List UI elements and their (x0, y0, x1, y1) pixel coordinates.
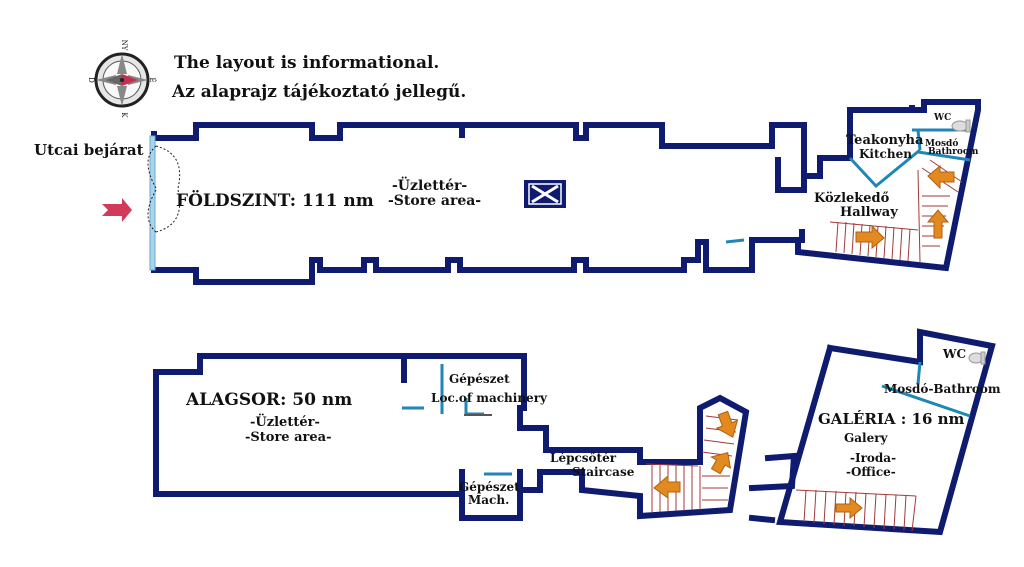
header-line-1: The layout is informational. (174, 53, 439, 73)
machinery-2-en: Mach. (468, 493, 509, 507)
machinery-2-hu: Gépészet (459, 480, 520, 494)
office-hu: -Iroda- (850, 451, 896, 465)
staircase-en: Staircase (572, 465, 635, 479)
ground-store-en: -Store area- (388, 193, 481, 209)
basement-walls (153, 353, 750, 521)
stair-arrow-icon (710, 451, 732, 475)
entrance-arrow-icon (102, 198, 132, 222)
ground-wc: WC (933, 113, 951, 123)
ground-floor-title: FÖLDSZINT: 111 nm (176, 190, 374, 211)
basement-store-hu: -Üzlettér- (250, 413, 320, 430)
machinery-hu: Gépészet (449, 372, 510, 386)
compass-icon (94, 52, 150, 108)
hallway-hu: Közlekedő (814, 191, 890, 206)
ground-bathroom: Bathroom (928, 147, 979, 157)
gallery-inner-walls (881, 361, 971, 418)
stair-arrow-icon (715, 410, 739, 438)
office-en: -Office- (846, 465, 896, 479)
hallway-en: Hallway (840, 205, 898, 220)
gallery-en: Galery (844, 431, 889, 445)
gallery-stairs (795, 489, 917, 532)
stair-arrow-icon (855, 224, 885, 250)
ground-floor-walls (149, 99, 981, 285)
stair-arrow-icon (927, 164, 955, 190)
stair-arrow-icon (926, 209, 950, 239)
elevator-icon (524, 180, 566, 208)
basement-inner-walls (402, 364, 512, 476)
ground-mosdo: Mosdó (925, 138, 958, 149)
staircase-hu: Lépcsőtér (550, 451, 617, 465)
gallery-title: GALÉRIA : 16 nm (818, 410, 965, 428)
compass-east: É (148, 77, 157, 82)
stair-arrow-icon (653, 474, 681, 499)
kitchen-en: Kitchen (859, 147, 912, 161)
toilet-icon (951, 119, 971, 133)
compass-west: D (87, 77, 95, 83)
ground-store-hu: -Üzlettér- (392, 175, 467, 194)
basement-store-en: -Store area- (245, 430, 331, 445)
entrance-label: Utcai bejárat (34, 141, 144, 159)
basement-title: ALAGSOR: 50 nm (185, 390, 352, 410)
gallery-bathroom: Mosdó-Bathroom (884, 382, 1001, 396)
gallery-wc: WC (942, 347, 966, 361)
machinery-en: Loc.of machinery (431, 391, 548, 405)
compass-south: K (120, 112, 128, 118)
kitchen-hu: Teakonyha (846, 133, 924, 148)
header-line-2: Az alaprajz tájékoztató jellegű. (171, 82, 466, 102)
compass-north: NY (120, 40, 128, 51)
entrance-doors (147, 145, 181, 233)
stair-arrow-icon (835, 496, 863, 520)
toilet-icon (968, 351, 986, 365)
